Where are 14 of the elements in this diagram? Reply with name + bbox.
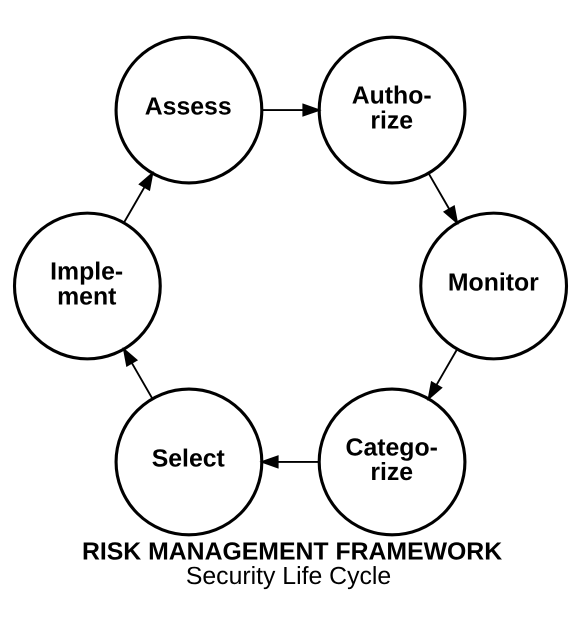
node-circle: Autho- rize	[318, 35, 466, 184]
diagram-title: RISK MANAGEMENT FRAMEWORK	[82, 538, 502, 565]
node-circle: Catego- rize	[318, 387, 466, 536]
node-circle: Monitor	[419, 211, 568, 360]
arrow	[259, 454, 319, 468]
caption: Security Life Cycle	[186, 562, 392, 590]
node-circle: Select	[114, 387, 264, 536]
arrow	[122, 346, 154, 398]
arrow	[427, 348, 458, 400]
arrow	[428, 172, 458, 224]
arrow	[262, 102, 322, 116]
node-circle: Assess	[114, 35, 264, 184]
node-circle: Imple- ment	[12, 211, 162, 360]
arrow	[123, 170, 154, 222]
